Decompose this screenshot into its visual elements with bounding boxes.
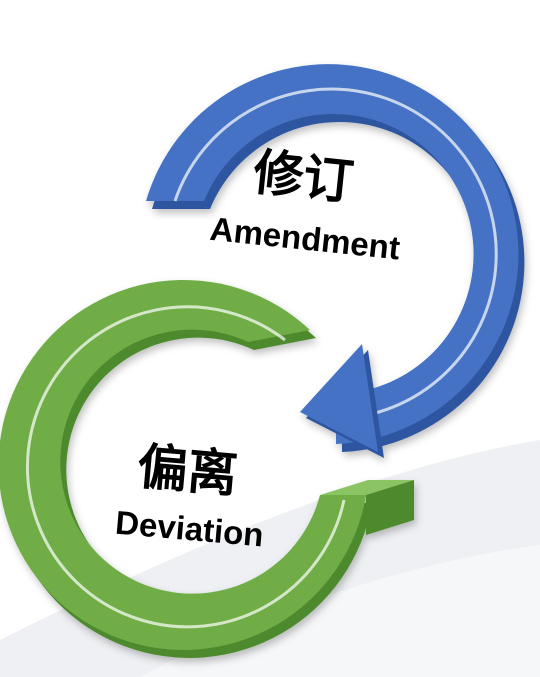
deviation-arrow-highlight: [25, 305, 346, 629]
amendment-arrow-highlight: [173, 87, 498, 421]
deviation-label-zh: 偏离: [135, 437, 240, 503]
deviation-arrow-body: [0, 279, 366, 650]
amendment-label-zh: 修订: [251, 143, 357, 211]
deviation-label: 偏离 Deviation: [114, 437, 265, 554]
deviation-arrow: [0, 279, 414, 658]
amendment-label: 修订 Amendment: [208, 143, 402, 267]
amendment-label-en: Amendment: [208, 210, 402, 267]
amendment-arrow: [146, 64, 525, 458]
amendment-arrowhead-face: [300, 344, 378, 452]
deviation-label-en: Deviation: [114, 504, 265, 554]
deviation-arrow-cap-side: [366, 480, 414, 535]
deviation-arrow-cap: [320, 480, 414, 495]
